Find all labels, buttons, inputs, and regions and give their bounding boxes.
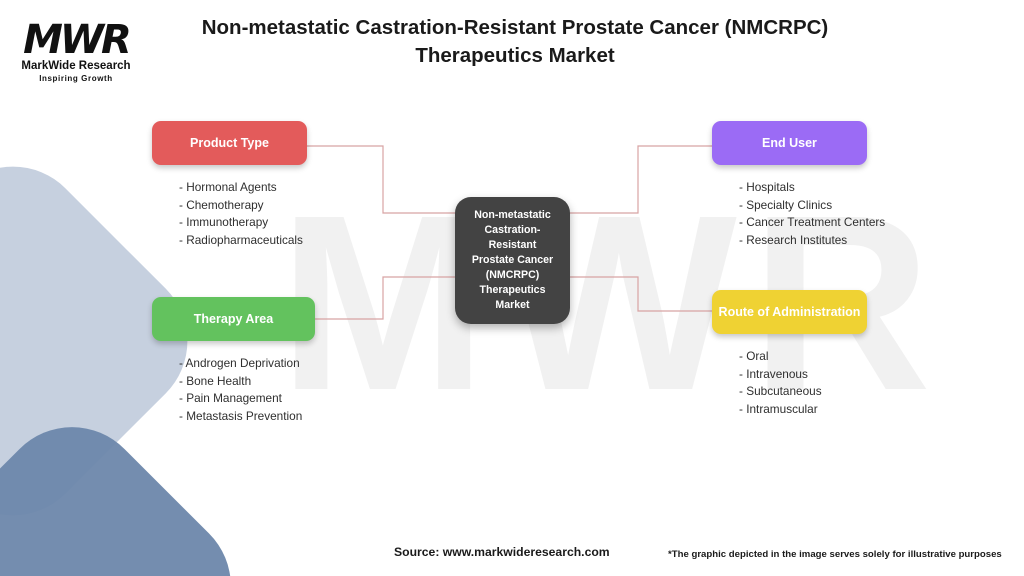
brand-logo: MWR MarkWide Research Inspiring Growth: [16, 17, 136, 84]
branch-items-product-type: - Hormonal Agents - Chemotherapy - Immun…: [152, 179, 307, 249]
list-item: - Radiopharmaceuticals: [179, 232, 303, 247]
footer-source: Source: www.markwideresearch.com: [394, 545, 610, 559]
list-item: - Subcutaneous: [739, 384, 822, 399]
center-line: (NMCRPC): [485, 269, 540, 281]
list-item: - Bone Health: [179, 373, 252, 388]
list-item: - Hormonal Agents: [179, 180, 277, 194]
connector-product-type: [307, 145, 455, 214]
list-item: - Chemotherapy: [179, 197, 264, 212]
connector-therapy-area: [315, 276, 455, 320]
connector-route-of-administration: [570, 276, 712, 312]
branch-product-type: Product Type - Hormonal Agents - Chemoth…: [152, 121, 307, 249]
list-item: - Immunotherapy: [179, 215, 269, 230]
center-line: Prostate Cancer: [471, 254, 554, 266]
center-node-label: Non-metastatic Castration-Resistant Pros…: [455, 208, 570, 313]
center-line: Therapeutics Market: [479, 284, 546, 311]
branch-label-route-of-administration[interactable]: Route of Administration: [712, 290, 867, 334]
list-item: - Pain Management: [179, 391, 282, 406]
list-item: - Androgen Deprivation: [179, 356, 300, 370]
branch-route-of-administration: Route of Administration - Oral - Intrave…: [712, 290, 867, 418]
list-item: - Hospitals: [739, 180, 795, 194]
branch-label-product-type[interactable]: Product Type: [152, 121, 307, 165]
list-item: - Cancer Treatment Centers: [739, 215, 886, 230]
branch-items-route-of-administration: - Oral - Intravenous - Subcutaneous - In…: [712, 348, 867, 418]
list-item: - Specialty Clinics: [739, 197, 833, 212]
list-item: - Intramuscular: [739, 401, 818, 416]
connector-end-user: [570, 145, 712, 214]
branch-label-therapy-area[interactable]: Therapy Area: [152, 297, 315, 341]
logo-tagline: Inspiring Growth: [39, 74, 113, 83]
branch-therapy-area: Therapy Area - Androgen Deprivation - Bo…: [152, 297, 315, 425]
logo-monogram-icon: MWR: [23, 17, 132, 63]
branch-end-user: End User - Hospitals - Specialty Clinics…: [712, 121, 886, 249]
center-line: Castration-Resistant: [484, 224, 541, 251]
page-title: Non-metastatic Castration-Resistant Pros…: [201, 16, 829, 67]
list-item: - Metastasis Prevention: [179, 408, 303, 423]
branch-items-therapy-area: - Androgen Deprivation - Bone Health - P…: [152, 355, 315, 425]
list-item: - Research Institutes: [739, 232, 848, 247]
branch-label-end-user[interactable]: End User: [712, 121, 867, 165]
list-item: - Intravenous: [739, 366, 808, 381]
center-line: Non-metastatic: [474, 209, 551, 221]
footer-disclaimer: *The graphic depicted in the image serve…: [668, 549, 1002, 560]
list-item: - Oral: [739, 349, 769, 363]
logo-company-name: MarkWide Research: [21, 60, 131, 72]
branch-items-end-user: - Hospitals - Specialty Clinics - Cancer…: [712, 179, 886, 249]
center-node: Non-metastatic Castration-Resistant Pros…: [455, 197, 570, 324]
